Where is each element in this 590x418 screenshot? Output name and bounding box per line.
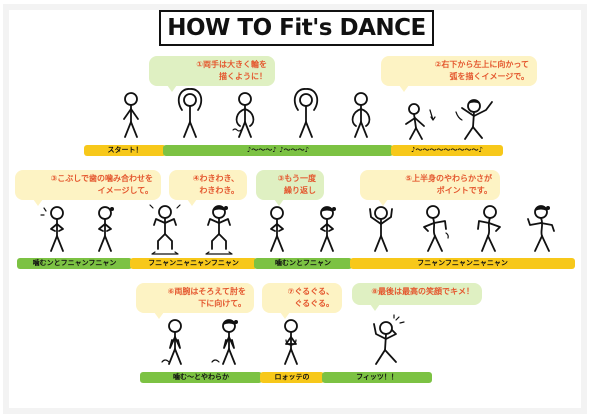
stick-figure-standing	[116, 92, 146, 142]
stick-figure-arms-circle-down	[346, 92, 376, 142]
step-3-repeat-bubble: ③もう一度 繰り返し	[256, 170, 324, 206]
stick-figure-wakiwaki	[146, 203, 184, 257]
lyric-bar-kamu-yawaraka: 噛む〜とやわらか	[140, 372, 262, 383]
step-2-bubble: ②右下から左上に向かって 弧を描くイメージで。	[381, 56, 537, 92]
stick-figure-fists-chest	[262, 205, 292, 255]
stick-figure-fists-chest	[40, 205, 72, 255]
lyric-bar-kamun-2: 噛むンとフニャン	[254, 258, 352, 269]
step-6-bubble: ⑥両腕はそろえて肘を 下に向けて。	[136, 283, 254, 319]
lyric-bar-start: スタート！	[84, 145, 166, 156]
stick-figure-finish-pose	[366, 314, 408, 368]
step-3-bubble: ③こぶしで歯の噛み合わせを イメージして。	[15, 170, 161, 206]
stick-figure-sway-left	[418, 203, 452, 255]
lyric-bar-kamun-1: 噛むンとフニャンフニャン	[17, 258, 132, 269]
step-4-bubble: ④わきわき、 わきわき。	[169, 170, 247, 206]
stick-figure-elbows-down	[158, 318, 192, 368]
stick-figure-sway-girl	[522, 203, 558, 255]
stick-figure-arc-high	[452, 94, 498, 142]
page-title: HOW TO Fit's DANCE	[159, 10, 434, 46]
stick-figure-girl-fists-chest	[90, 205, 120, 255]
step-8-bubble: ⑧最後は最高の笑顔でキメ！	[352, 283, 482, 311]
page-frame	[3, 4, 587, 414]
lyric-bar-long-melody: ♪〜〜〜〜〜〜〜〜〜♪	[391, 145, 503, 156]
stick-figure-wakiwaki-girl	[200, 203, 238, 257]
lyric-bar-lotte: ロォッテの	[260, 372, 324, 383]
stick-figure-arms-circle-up	[288, 86, 324, 142]
stick-figure-girl-fists-chest	[312, 205, 342, 255]
stick-figure-arms-raised	[364, 203, 398, 255]
step-5-bubble: ⑤上半身のやわらかさが ポイントです。	[360, 170, 500, 206]
stick-figure-rolling-hands	[276, 318, 306, 368]
lyric-bar-funyan-1: フニャンニャニャンフニャン	[130, 258, 257, 269]
stick-figure-arms-circle-up	[172, 86, 208, 142]
step-7-bubble: ⑦ぐるぐる、 ぐるぐる。	[262, 283, 342, 319]
step-1-bubble: ①両手は大きく輪を 描くように！	[149, 56, 275, 92]
stick-figure-sway-right	[472, 203, 506, 255]
stick-figure-arc-low	[402, 100, 438, 142]
lyric-bar-fits: フィッツ！！	[322, 372, 432, 383]
stick-figure-elbows-down-girl	[210, 318, 246, 368]
lyric-bar-intro-melody: ♪〜〜〜♪ ♪〜〜〜♪	[163, 145, 393, 156]
stick-figure-arms-circle-down	[230, 92, 260, 142]
lyric-bar-funyan-2: フニャンフニャンニャニャン	[350, 258, 575, 269]
